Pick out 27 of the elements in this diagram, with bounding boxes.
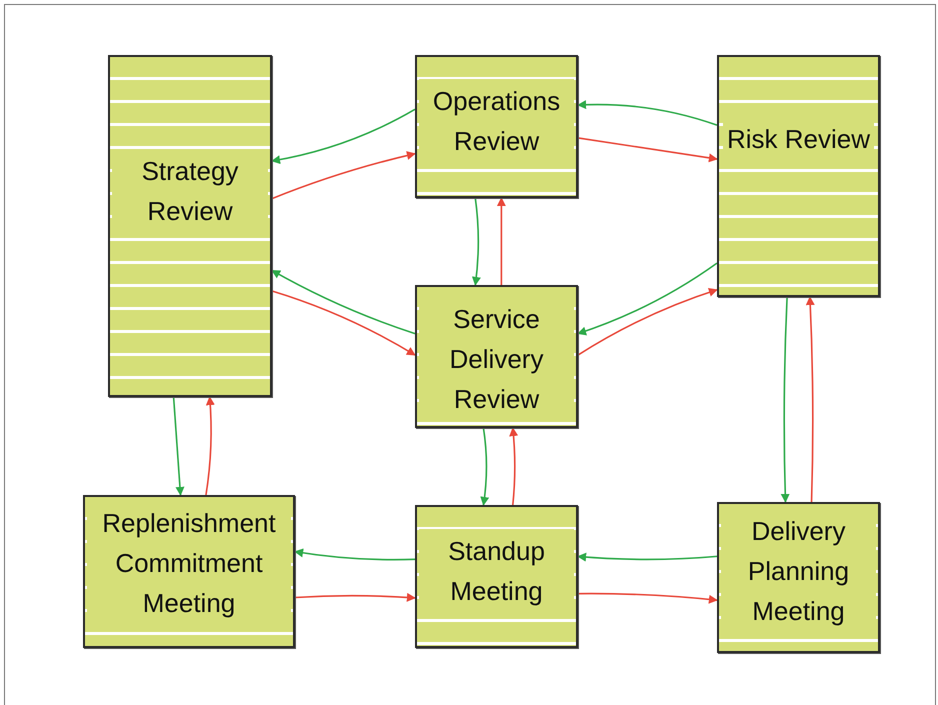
- arrow: [294, 592, 416, 602]
- arrow: [806, 296, 815, 502]
- arrow: [205, 396, 215, 496]
- arrow: [496, 197, 506, 285]
- arrow: [578, 137, 718, 162]
- arrow: [509, 427, 518, 506]
- arrow: [480, 428, 490, 506]
- arrow: [578, 592, 718, 604]
- arrow: [272, 290, 416, 356]
- meeting-box: [717, 502, 880, 653]
- meeting-box: [83, 495, 295, 648]
- arrow: [272, 151, 416, 200]
- meeting-box: [415, 55, 578, 198]
- meeting-box: [717, 55, 880, 297]
- arrow: [578, 288, 718, 356]
- meeting-box: [108, 55, 272, 397]
- arrow: [294, 548, 416, 560]
- arrow: [780, 296, 790, 503]
- arrow: [172, 396, 184, 496]
- meeting-box: [415, 285, 578, 428]
- arrow: [577, 262, 718, 336]
- arrow: [271, 108, 416, 164]
- arrow: [577, 100, 718, 126]
- meeting-box: [415, 505, 578, 648]
- arrow: [577, 552, 718, 562]
- arrow: [472, 198, 481, 286]
- arrow: [271, 270, 416, 334]
